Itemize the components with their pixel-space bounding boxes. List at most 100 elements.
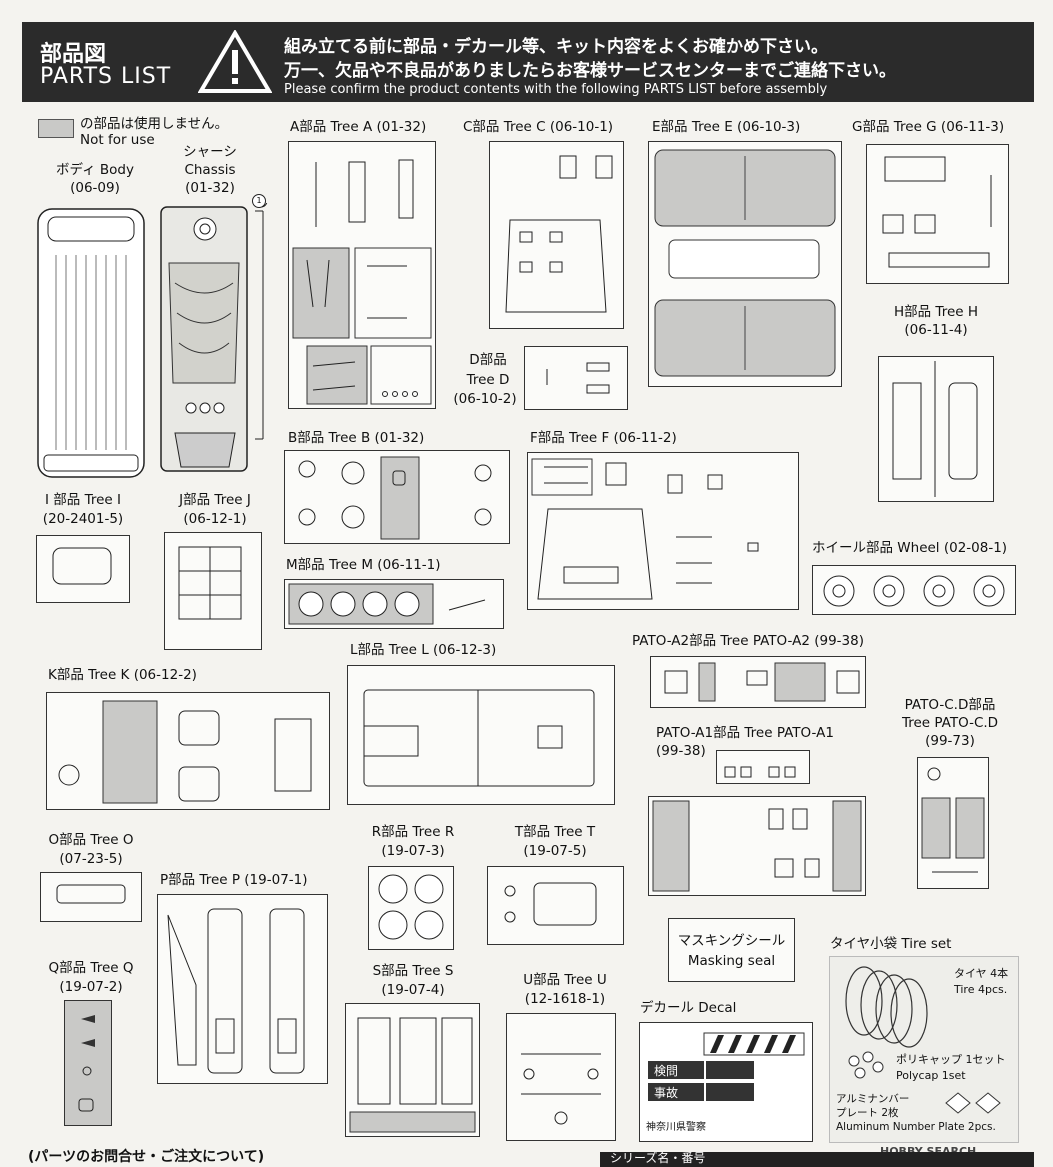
- footer: (パーツのお問合せ・ご注文について) シリーズ名・番号: [22, 1149, 1034, 1167]
- chassis-code: (01-32): [185, 180, 235, 196]
- body-code: (06-09): [70, 180, 120, 196]
- body-part: [37, 208, 145, 478]
- tree-u-label: U部品 Tree U: [523, 972, 607, 988]
- tree-i: [36, 535, 130, 603]
- pato-cd-code: (99-73): [925, 733, 975, 749]
- pato-a2-label: PATO-A2部品 Tree PATO-A2 (99-38): [632, 633, 864, 649]
- tree-t: [487, 866, 624, 945]
- tire-jp: タイヤ 4本: [954, 967, 1009, 980]
- tree-s: [345, 1003, 480, 1137]
- tree-o-code: (07-23-5): [59, 851, 123, 867]
- masking-seal: マスキングシール Masking seal: [668, 918, 795, 982]
- tree-q-label: Q部品 Tree Q: [48, 960, 134, 976]
- tree-p: [157, 894, 328, 1084]
- tree-d-code: (06-10-2): [453, 391, 517, 407]
- tree-e: [648, 141, 842, 387]
- tree-o-label: O部品 Tree O: [48, 832, 134, 848]
- decal-text-jiko: 事故: [654, 1086, 679, 1100]
- tree-t-code: (19-07-5): [523, 843, 587, 859]
- chassis-part: [160, 203, 268, 472]
- tree-c: [489, 141, 624, 329]
- tree-m-label: M部品 Tree M (06-11-1): [286, 557, 441, 573]
- tree-u-code: (12-1618-1): [524, 991, 606, 1007]
- tree-j-code: (06-12-1): [183, 511, 247, 527]
- tree-j-label: J部品 Tree J: [179, 492, 251, 508]
- tree-l-label: L部品 Tree L (06-12-3): [350, 642, 497, 658]
- title-jp: 部品図: [40, 42, 107, 67]
- masking-seal-en: Masking seal: [687, 953, 776, 969]
- tree-i-label: I 部品 Tree I: [45, 492, 121, 508]
- warning-en: Please confirm the product contents with…: [284, 82, 828, 97]
- number-plate-icon: [945, 1092, 1001, 1114]
- pato-a1-code: (99-38): [656, 743, 706, 759]
- tree-k: [46, 692, 330, 810]
- tree-m: [284, 579, 504, 629]
- masking-seal-jp: マスキングシール: [677, 933, 786, 949]
- tree-h-code: (06-11-4): [904, 322, 968, 338]
- tree-a-label: A部品 Tree A (01-32): [290, 119, 427, 135]
- polycap-jp: ポリキャップ 1セット: [896, 1053, 1006, 1066]
- tree-s-label: S部品 Tree S: [372, 963, 454, 979]
- tree-r-code: (19-07-3): [381, 843, 445, 859]
- tree-e-label: E部品 Tree E (06-10-3): [652, 119, 801, 135]
- legend-en: Not for use: [80, 132, 155, 148]
- wheel-tree: [812, 565, 1016, 615]
- tree-g: [866, 144, 1009, 284]
- tree-f: [527, 452, 799, 610]
- plate-en: Aluminum Number Plate 2pcs.: [836, 1121, 996, 1133]
- tree-a: [288, 141, 436, 409]
- decal-sheet: 検問 事故 神奈川県警察: [639, 1022, 813, 1142]
- tree-d-label2: Tree D: [466, 372, 510, 388]
- footer-right: シリーズ名・番号: [610, 1151, 706, 1165]
- plate-jp1: アルミナンバー: [836, 1093, 910, 1105]
- tree-k-label: K部品 Tree K (06-12-2): [48, 667, 197, 683]
- tree-r: [368, 866, 454, 950]
- footer-left: (パーツのお問合せ・ご注文について): [28, 1149, 265, 1165]
- chassis-label-jp: シャーシ: [183, 144, 237, 160]
- tree-h: [878, 356, 994, 502]
- tree-b-label: B部品 Tree B (01-32): [288, 430, 425, 446]
- not-for-use-swatch: [38, 119, 74, 138]
- tree-h-label: H部品 Tree H: [893, 304, 978, 320]
- pato-cd-label2: Tree PATO-C.D: [901, 715, 999, 731]
- tree-s-code: (19-07-4): [381, 982, 445, 998]
- title-en: PARTS LIST: [40, 64, 172, 89]
- chassis-label-en: Chassis: [184, 162, 236, 178]
- tree-b: [284, 450, 510, 544]
- tree-p-label: P部品 Tree P (19-07-1): [160, 872, 308, 888]
- warning-jp-2: 万一、欠品や不良品がありましたらお客様サービスセンターまでご連絡下さい。: [284, 61, 896, 81]
- pato-a1-tree: [648, 796, 866, 896]
- tireset-label: タイヤ小袋 Tire set: [830, 936, 952, 952]
- tree-o: [40, 872, 142, 922]
- tree-u: [506, 1013, 616, 1141]
- body-label: ボディ Body: [56, 162, 134, 178]
- tire-en: Tire 4pcs.: [954, 983, 1008, 996]
- pato-a2-tree: [650, 656, 866, 708]
- plate-jp2: プレート 2枚: [836, 1107, 899, 1119]
- tree-d: [524, 346, 628, 410]
- tree-g-label: G部品 Tree G (06-11-3): [852, 119, 1005, 135]
- tree-q-code: (19-07-2): [59, 979, 123, 995]
- warning-jp-1: 組み立てる前に部品・デカール等、キット内容をよくお確かめ下さい。: [284, 37, 828, 57]
- tree-q: [64, 1000, 112, 1126]
- polycap-icon: [848, 1051, 884, 1079]
- tree-f-label: F部品 Tree F (06-11-2): [530, 430, 677, 446]
- wheel-label: ホイール部品 Wheel (02-08-1): [812, 540, 1008, 556]
- tree-j: [164, 532, 262, 650]
- polycap-en: Polycap 1set: [896, 1069, 966, 1082]
- footer-bar: [600, 1152, 1034, 1167]
- tire-icon: [845, 966, 928, 1048]
- tree-l: [347, 665, 615, 805]
- tree-r-label: R部品 Tree R: [371, 824, 455, 840]
- pato-cd-tree: [917, 757, 989, 889]
- tree-t-label: T部品 Tree T: [514, 824, 596, 840]
- pato-a1-label: PATO-A1部品 Tree PATO-A1: [656, 725, 834, 741]
- tire-set: タイヤ 4本 Tire 4pcs. ポリキャップ 1セット Polycap 1s…: [829, 956, 1019, 1143]
- tree-i-code: (20-2401-5): [42, 511, 124, 527]
- chassis-part-no: 1: [252, 194, 266, 208]
- decal-text-kenmon: 検問: [654, 1064, 679, 1078]
- legend-jp: の部品は使用しません。: [80, 116, 229, 132]
- pato-cd-label1: PATO-C.D部品: [904, 697, 996, 713]
- warning-icon: [198, 30, 272, 93]
- decal-text-police: 神奈川県警察: [646, 1122, 706, 1133]
